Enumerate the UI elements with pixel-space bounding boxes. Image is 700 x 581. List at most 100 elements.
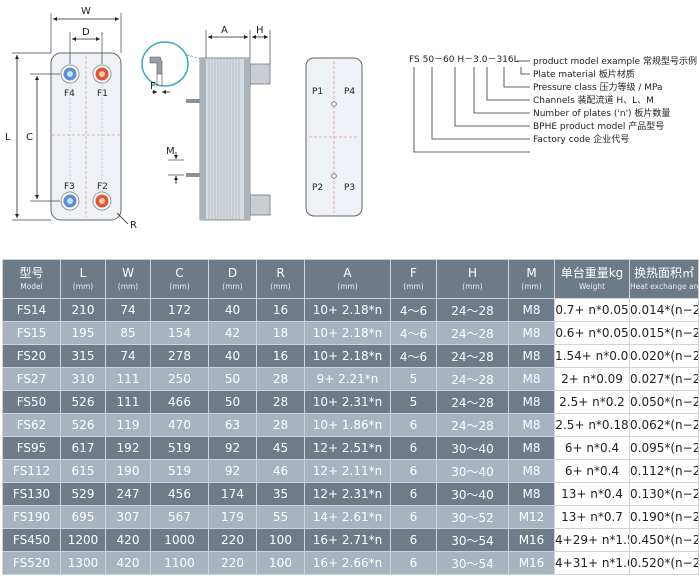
table-cell: 0.095*(n−2) (629, 436, 699, 460)
dim-c-label: C (26, 132, 33, 143)
table-cell: 519 (150, 459, 209, 483)
dim-w-label: W (81, 6, 91, 17)
dim-m-label: M (166, 146, 175, 157)
back-stud-bottom (331, 173, 337, 179)
legend-line-0: product model example 常规型号示例 (533, 55, 697, 67)
table-cell: 13+ n*0.4 (554, 482, 630, 506)
header-main: W (122, 266, 134, 280)
table-cell: 10+ 2.18*n (304, 344, 391, 368)
table-cell: 18 (256, 321, 305, 345)
table-cell: 28 (256, 367, 305, 391)
table-cell: 1200 (60, 528, 106, 552)
header-main: M (526, 266, 537, 280)
header-cell: W (mm) (105, 259, 151, 299)
table-cell: 55 (256, 505, 305, 529)
table-cell: 220 (208, 551, 257, 575)
table-cell: M8 (508, 413, 555, 437)
dim-h-label: H (256, 25, 264, 36)
label-f3: F3 (64, 182, 75, 192)
side-plate-stack (199, 57, 251, 221)
port-f4 (60, 64, 80, 84)
table-cell: 85 (105, 321, 151, 345)
table-cell: 195 (60, 321, 106, 345)
table-cell: 1.54+ n*0.06 (554, 344, 630, 368)
table-cell: 10+ 2.31*n (304, 390, 391, 414)
header-sub: Heat exchange area (630, 282, 699, 291)
table-cell: 154 (150, 321, 209, 345)
table-cell: 6 (390, 505, 437, 529)
table-cell: 30～54 (436, 551, 509, 575)
side-view: A H M (166, 25, 271, 221)
table-cell: 179 (208, 505, 257, 529)
table-cell: FS50 (2, 390, 61, 414)
table-cell: 310 (60, 367, 106, 391)
dim-a-label: A (221, 25, 228, 36)
table-cell: 174 (208, 482, 257, 506)
header-sub: (mm) (117, 282, 139, 291)
table-cell: 2+ n*0.09 (554, 367, 630, 391)
table-cell: 526 (60, 413, 106, 437)
table-cell: 695 (60, 505, 106, 529)
side-nozzle-bottom (249, 194, 271, 216)
table-cell: 42 (208, 321, 257, 345)
table-cell: 10+ 2.18*n (304, 321, 391, 345)
table-cell: 74 (105, 344, 151, 368)
table-cell: 40 (208, 298, 257, 322)
table-cell: 0.112*(n−2) (629, 459, 699, 483)
technical-drawing: F4 F1 F3 F2 W D L C R F (0, 0, 700, 255)
table-cell: M8 (508, 390, 555, 414)
header-main: 换热面积㎡ (633, 266, 694, 280)
table-cell: 0.6+ n*0.05 (554, 321, 630, 345)
label-f4: F4 (64, 89, 75, 99)
table-cell: 250 (150, 367, 209, 391)
table-cell: 0.7+ n*0.05 (554, 298, 630, 322)
header-sub: (mm) (403, 282, 424, 291)
table-cell: 100 (256, 528, 305, 552)
table-cell: FS520 (2, 551, 61, 575)
label-p3: P3 (344, 183, 355, 193)
table-cell: 40 (208, 344, 257, 368)
table-cell: 63 (208, 413, 257, 437)
back-view: P1 P4 P2 P3 (305, 57, 363, 217)
table-cell: 28 (256, 413, 305, 437)
table-cell: 111 (105, 390, 151, 414)
label-f2: F2 (97, 182, 108, 192)
port-f2 (92, 191, 112, 211)
table-cell: 0.130*(n−2) (629, 482, 699, 506)
table-cell: M8 (508, 344, 555, 368)
table-cell: 190 (105, 459, 151, 483)
table-cell: FS15 (2, 321, 61, 345)
header-sub: (mm) (270, 282, 291, 291)
legend-line-3: Channels 装配流道 H、L、M (533, 94, 654, 106)
header-cell: D(mm) (208, 259, 257, 299)
table-cell: 46 (256, 459, 305, 483)
table-cell: 420 (105, 528, 151, 552)
table-cell: 210 (60, 298, 106, 322)
table-cell: 92 (208, 436, 257, 460)
table-cell: 6+ n*0.4 (554, 459, 630, 483)
table-cell: M8 (508, 298, 555, 322)
table-cell: 6 (390, 436, 437, 460)
legend-example-code: FS 50－60 H－3.0－316L (409, 55, 519, 65)
table-cell: 6 (390, 551, 437, 575)
table-cell: 16 (256, 344, 305, 368)
header-cell: C(mm) (150, 259, 209, 299)
header-cell: L(mm) (60, 259, 106, 299)
table-cell: 6 (390, 413, 437, 437)
header-main: D (227, 266, 238, 280)
table-cell: 50 (208, 390, 257, 414)
table-cell: 13+ n*0.7 (554, 505, 630, 529)
port-f3 (60, 191, 80, 211)
table-cell: FS95 (2, 436, 61, 460)
table-cell: 617 (60, 436, 106, 460)
table-cell: 4～6 (390, 321, 437, 345)
